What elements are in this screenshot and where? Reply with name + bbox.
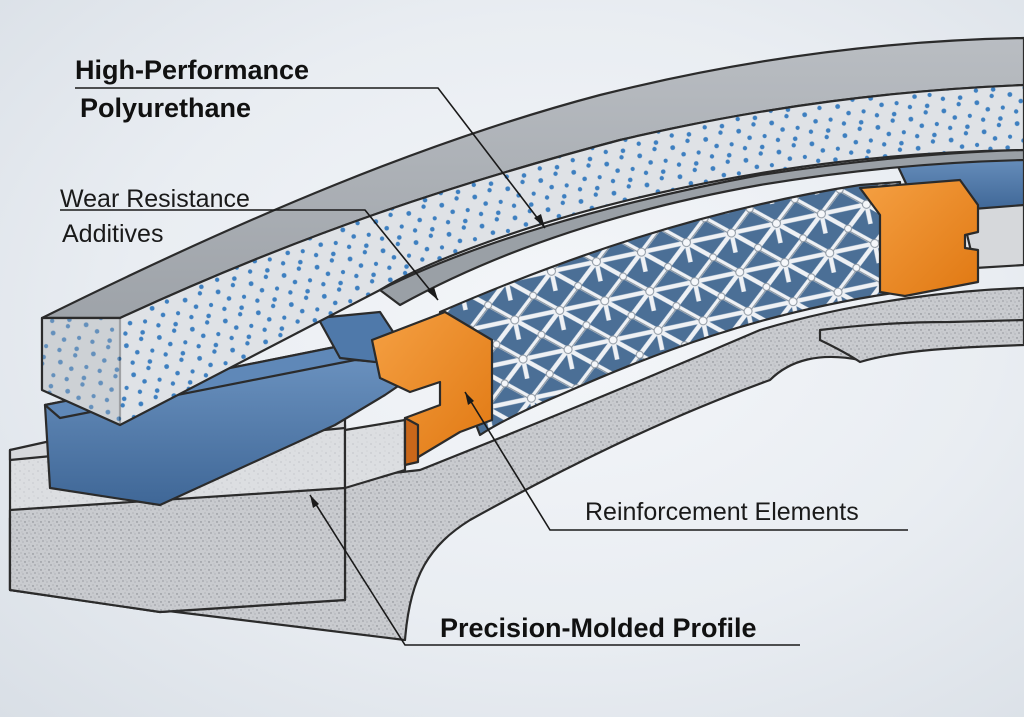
label-additives-line2: Additives — [62, 220, 163, 248]
orange-connector — [370, 310, 494, 467]
reinforcement-arrowhead — [465, 392, 474, 405]
label-polyurethane-line2: Polyurethane — [80, 93, 251, 123]
reinforcement-leader — [464, 391, 908, 531]
additives-leader — [60, 209, 439, 301]
profile-arrowhead — [310, 495, 319, 508]
callout-labels: High-Performance Polyurethane Wear Resis… — [60, 55, 859, 643]
label-additives-line1: Wear Resistance — [60, 185, 250, 213]
label-profile: Precision-Molded Profile — [440, 613, 757, 643]
reinforcement-mesh — [438, 180, 902, 437]
label-reinforcement: Reinforcement Elements — [585, 498, 859, 526]
polyurethane-arrowhead — [534, 214, 545, 228]
polyurethane-layer — [40, 36, 1024, 427]
profile-leader — [309, 494, 800, 646]
label-polyurethane-line1: High-Performance — [75, 55, 309, 85]
polyurethane-leader — [75, 87, 546, 229]
additives-arrowhead — [427, 287, 438, 300]
leader-lines — [60, 87, 908, 646]
right-end-assembly — [858, 145, 1024, 298]
